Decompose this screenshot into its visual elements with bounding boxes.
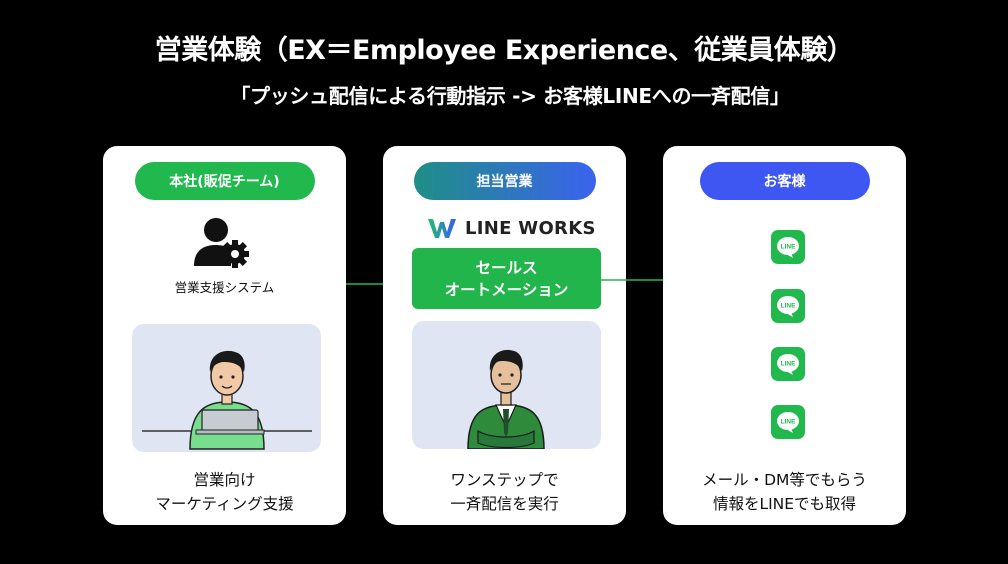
hq-caption-line1: 営業向け xyxy=(193,471,256,489)
customer-card: お客様 LINE LINE LINE LINE メール・DM等でもらう 情報をL… xyxy=(663,146,906,525)
line-app-icon: LINE xyxy=(771,347,805,381)
line-app-icon: LINE xyxy=(771,230,805,264)
svg-text:LINE: LINE xyxy=(781,303,796,310)
sales-caption-line2: 一斉配信を実行 xyxy=(450,495,559,513)
svg-text:LINE: LINE xyxy=(781,361,796,368)
marketer-illustration xyxy=(132,324,321,452)
customer-caption-line1: メール・DM等でもらう xyxy=(702,471,867,489)
svg-text:LINE: LINE xyxy=(781,244,796,251)
line-app-icon: LINE xyxy=(771,289,805,323)
salesperson-illustration xyxy=(412,321,601,449)
user-gear-icon xyxy=(194,218,249,268)
sales-automation-box: セールス オートメーション xyxy=(412,248,601,309)
hq-caption: 営業向け マーケティング支援 xyxy=(103,468,346,516)
page-subtitle: 「プッシュ配信による行動指示 -> お客様LINEへの一斉配信」 xyxy=(230,84,790,108)
line-works-w-icon xyxy=(428,219,456,238)
svg-text:LINE: LINE xyxy=(781,419,796,426)
line-works-logo: LINE WORKS xyxy=(427,214,596,242)
line-app-icon: LINE xyxy=(771,405,805,439)
system-label: 営業支援システム xyxy=(174,280,275,295)
hq-card: 本社(販促チーム) 営業支援システム xyxy=(103,146,346,525)
sales-caption-line1: ワンステップで xyxy=(450,471,559,489)
page-title: 営業体験（EX＝Employee Experience、従業員体験） xyxy=(154,35,854,66)
customer-caption-line2: 情報をLINEでも取得 xyxy=(712,495,857,513)
automation-line1: セールス xyxy=(475,258,538,277)
automation-line2: オートメーション xyxy=(444,280,569,299)
sales-card: 担当営業 LINE WORKS セールス オートメーション xyxy=(383,146,626,525)
hq-pill: 本社(販促チーム) xyxy=(134,162,315,200)
sales-pill: 担当営業 xyxy=(413,162,596,200)
customer-caption: メール・DM等でもらう 情報をLINEでも取得 xyxy=(663,468,906,516)
line-works-text: LINE WORKS xyxy=(465,217,596,239)
customer-pill: お客様 xyxy=(699,162,870,200)
sales-caption: ワンステップで 一斉配信を実行 xyxy=(383,468,626,516)
hq-caption-line2: マーケティング支援 xyxy=(155,495,294,513)
